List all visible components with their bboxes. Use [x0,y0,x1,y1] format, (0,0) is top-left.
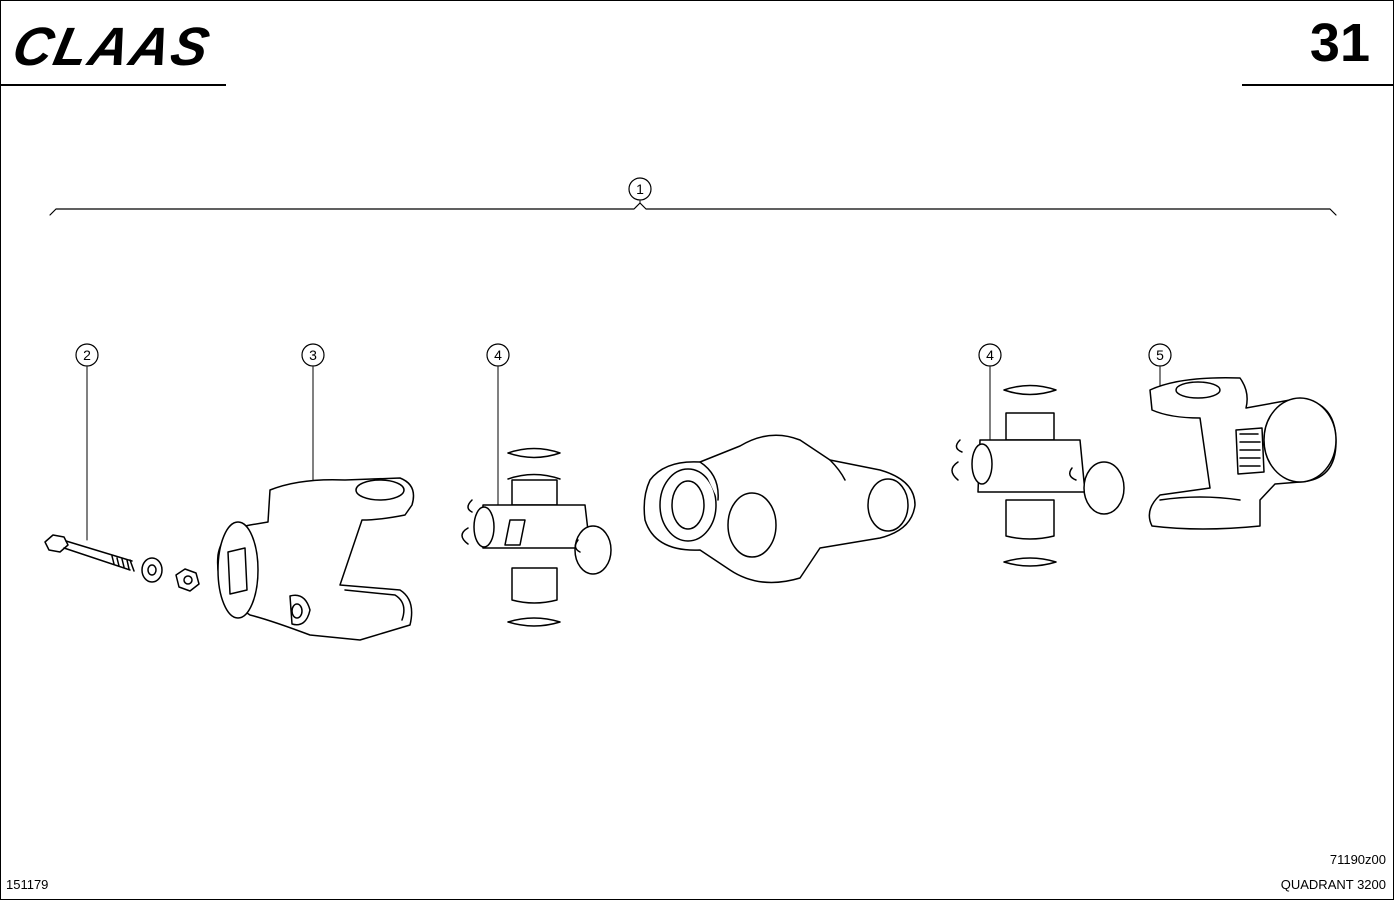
model-name: QUADRANT 3200 [1280,877,1386,892]
svg-text:1: 1 [636,181,644,197]
callout-2: 2 [75,343,99,367]
clamp-yoke [216,477,415,641]
callout-1: 1 [628,177,652,201]
assembly-bracket [49,202,1337,216]
svg-text:3: 3 [309,347,317,363]
universal-joint-cross-left [461,447,612,627]
header-rule-right [1242,84,1394,86]
bolt-washer-nut [44,534,200,592]
page-number: 31 [1309,13,1370,73]
svg-text:4: 4 [986,347,994,363]
svg-text:2: 2 [83,347,91,363]
header-rule-left [0,84,226,86]
leader-lines [86,200,1171,541]
document-id: 151179 [6,877,49,892]
svg-text:5: 5 [1156,347,1164,363]
universal-joint-cross-right [951,384,1125,567]
callout-3: 3 [301,343,325,367]
svg-text:4: 4 [494,347,502,363]
callout-5: 5 [1148,343,1172,367]
figure-code: 71190z00 [1329,852,1386,867]
callout-4-right: 4 [978,343,1002,367]
callout-4-left: 4 [486,343,510,367]
splined-end-yoke [1148,377,1337,530]
center-double-yoke [643,434,916,584]
